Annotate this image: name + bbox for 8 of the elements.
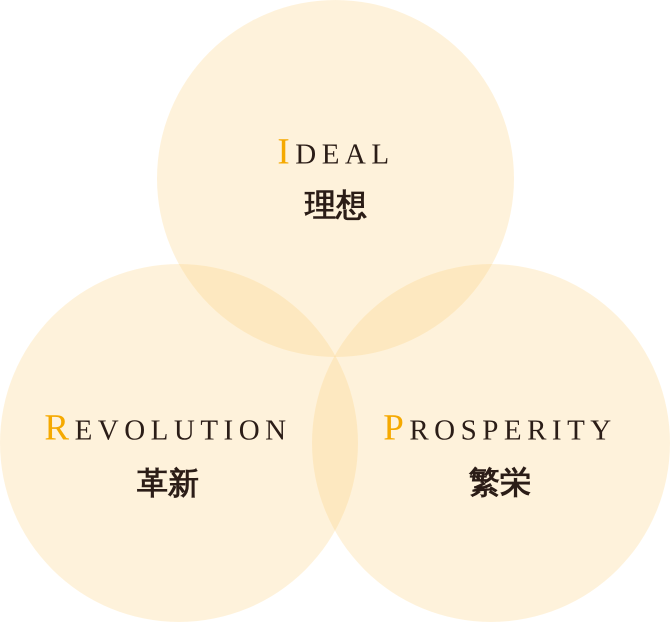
title-word: REVOLUTION xyxy=(44,410,292,446)
kanji-word: 理想 xyxy=(305,190,367,222)
venn-circle xyxy=(157,0,514,357)
kanji-word: 革新 xyxy=(137,468,199,500)
title-word: PROSPERITY xyxy=(383,410,617,446)
title-word: IDEAL xyxy=(277,133,395,170)
kanji-word: 繁栄 xyxy=(469,468,531,498)
venn-circle xyxy=(312,264,670,622)
